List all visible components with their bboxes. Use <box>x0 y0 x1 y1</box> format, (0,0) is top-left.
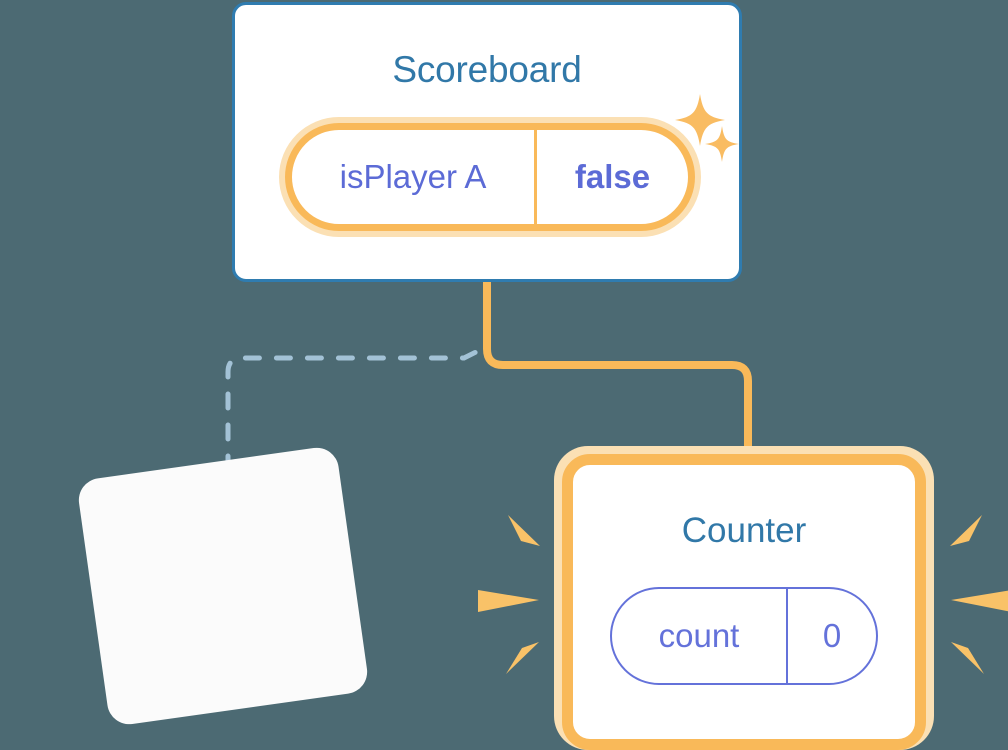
scoreboard-pill-body[interactable]: isPlayer A false <box>285 123 695 231</box>
counter-rays-right <box>950 515 1008 674</box>
scoreboard-title: Scoreboard <box>392 49 582 90</box>
scoreboard-state-key: isPlayer A <box>339 158 487 195</box>
connector-scoreboard-to-counter <box>483 282 752 460</box>
blank-rotated-card[interactable] <box>76 444 370 728</box>
counter-state-key: count <box>658 617 740 654</box>
counter-state-pill[interactable]: count 0 <box>610 587 878 685</box>
counter-card[interactable]: Counter count 0 <box>562 454 926 750</box>
counter-pill-divider <box>786 589 788 683</box>
scoreboard-state-pill[interactable]: isPlayer A false <box>279 117 701 237</box>
connector-blank-card-dashed <box>225 345 487 473</box>
counter-rays-left <box>478 515 540 674</box>
scoreboard-card[interactable]: Scoreboard isPlayer A false <box>232 2 742 282</box>
scoreboard-pill-divider <box>534 130 537 224</box>
counter-state-value: 0 <box>822 617 842 654</box>
counter-title: Counter <box>681 511 807 550</box>
scoreboard-state-value: false <box>574 158 651 195</box>
